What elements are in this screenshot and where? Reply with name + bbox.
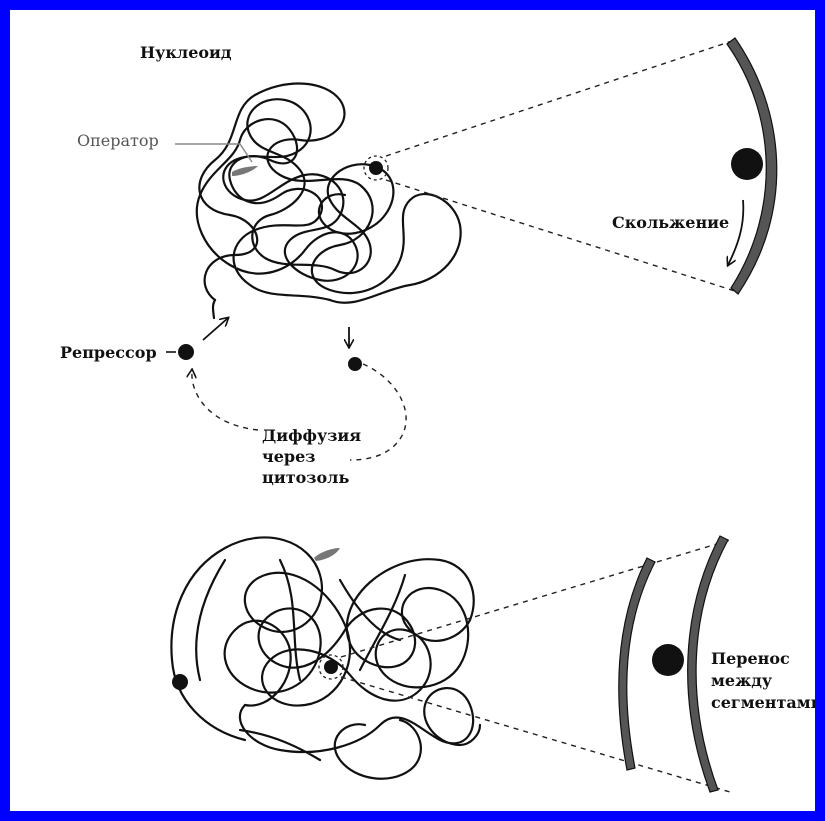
zoomed-repressor-top (731, 148, 763, 180)
top-dna-tangle-2 (197, 119, 358, 300)
label-operator: Оператор (77, 131, 159, 150)
label-transfer-2: между (711, 671, 773, 690)
top-zoom-line-upper (386, 40, 735, 156)
label-diffusion-1: Диффузия (262, 426, 361, 445)
diagram-canvas: Нуклеоид Оператор Скольжение Репрессор Д… (10, 10, 815, 811)
diffusion-path-left (192, 370, 258, 430)
top-operator-mark (232, 166, 258, 176)
bottom-dna-tangle-3 (240, 688, 480, 779)
bottom-operator-mark (314, 548, 340, 561)
bottom-free-repressor (172, 674, 188, 690)
diffusion-path-right (350, 364, 406, 460)
label-sliding: Скольжение (612, 213, 729, 232)
label-repressor: Репрессор (60, 343, 157, 362)
zoomed-repressor-bottom (652, 644, 684, 676)
sliding-arrow (728, 200, 743, 265)
top-nucleoid (175, 84, 461, 318)
label-transfer-3: сегментами (711, 693, 815, 712)
free-repressor (178, 344, 194, 360)
bottom-nucleoid (171, 537, 480, 778)
released-repressor (348, 357, 362, 371)
bottom-bound-repressor (324, 660, 338, 674)
bottom-zoom-line-upper (341, 540, 730, 657)
top-bound-repressor (369, 161, 383, 175)
label-diffusion-3: цитозоль (262, 468, 349, 487)
label-nucleoid: Нуклеоид (140, 43, 232, 62)
binding-arrow (203, 318, 228, 340)
label-transfer-1: Перенос (711, 649, 790, 668)
bottom-dna-segment-left (619, 558, 655, 770)
label-diffusion-2: через (262, 447, 315, 466)
repressor-search-diagram: Нуклеоид Оператор Скольжение Репрессор Д… (10, 10, 815, 811)
